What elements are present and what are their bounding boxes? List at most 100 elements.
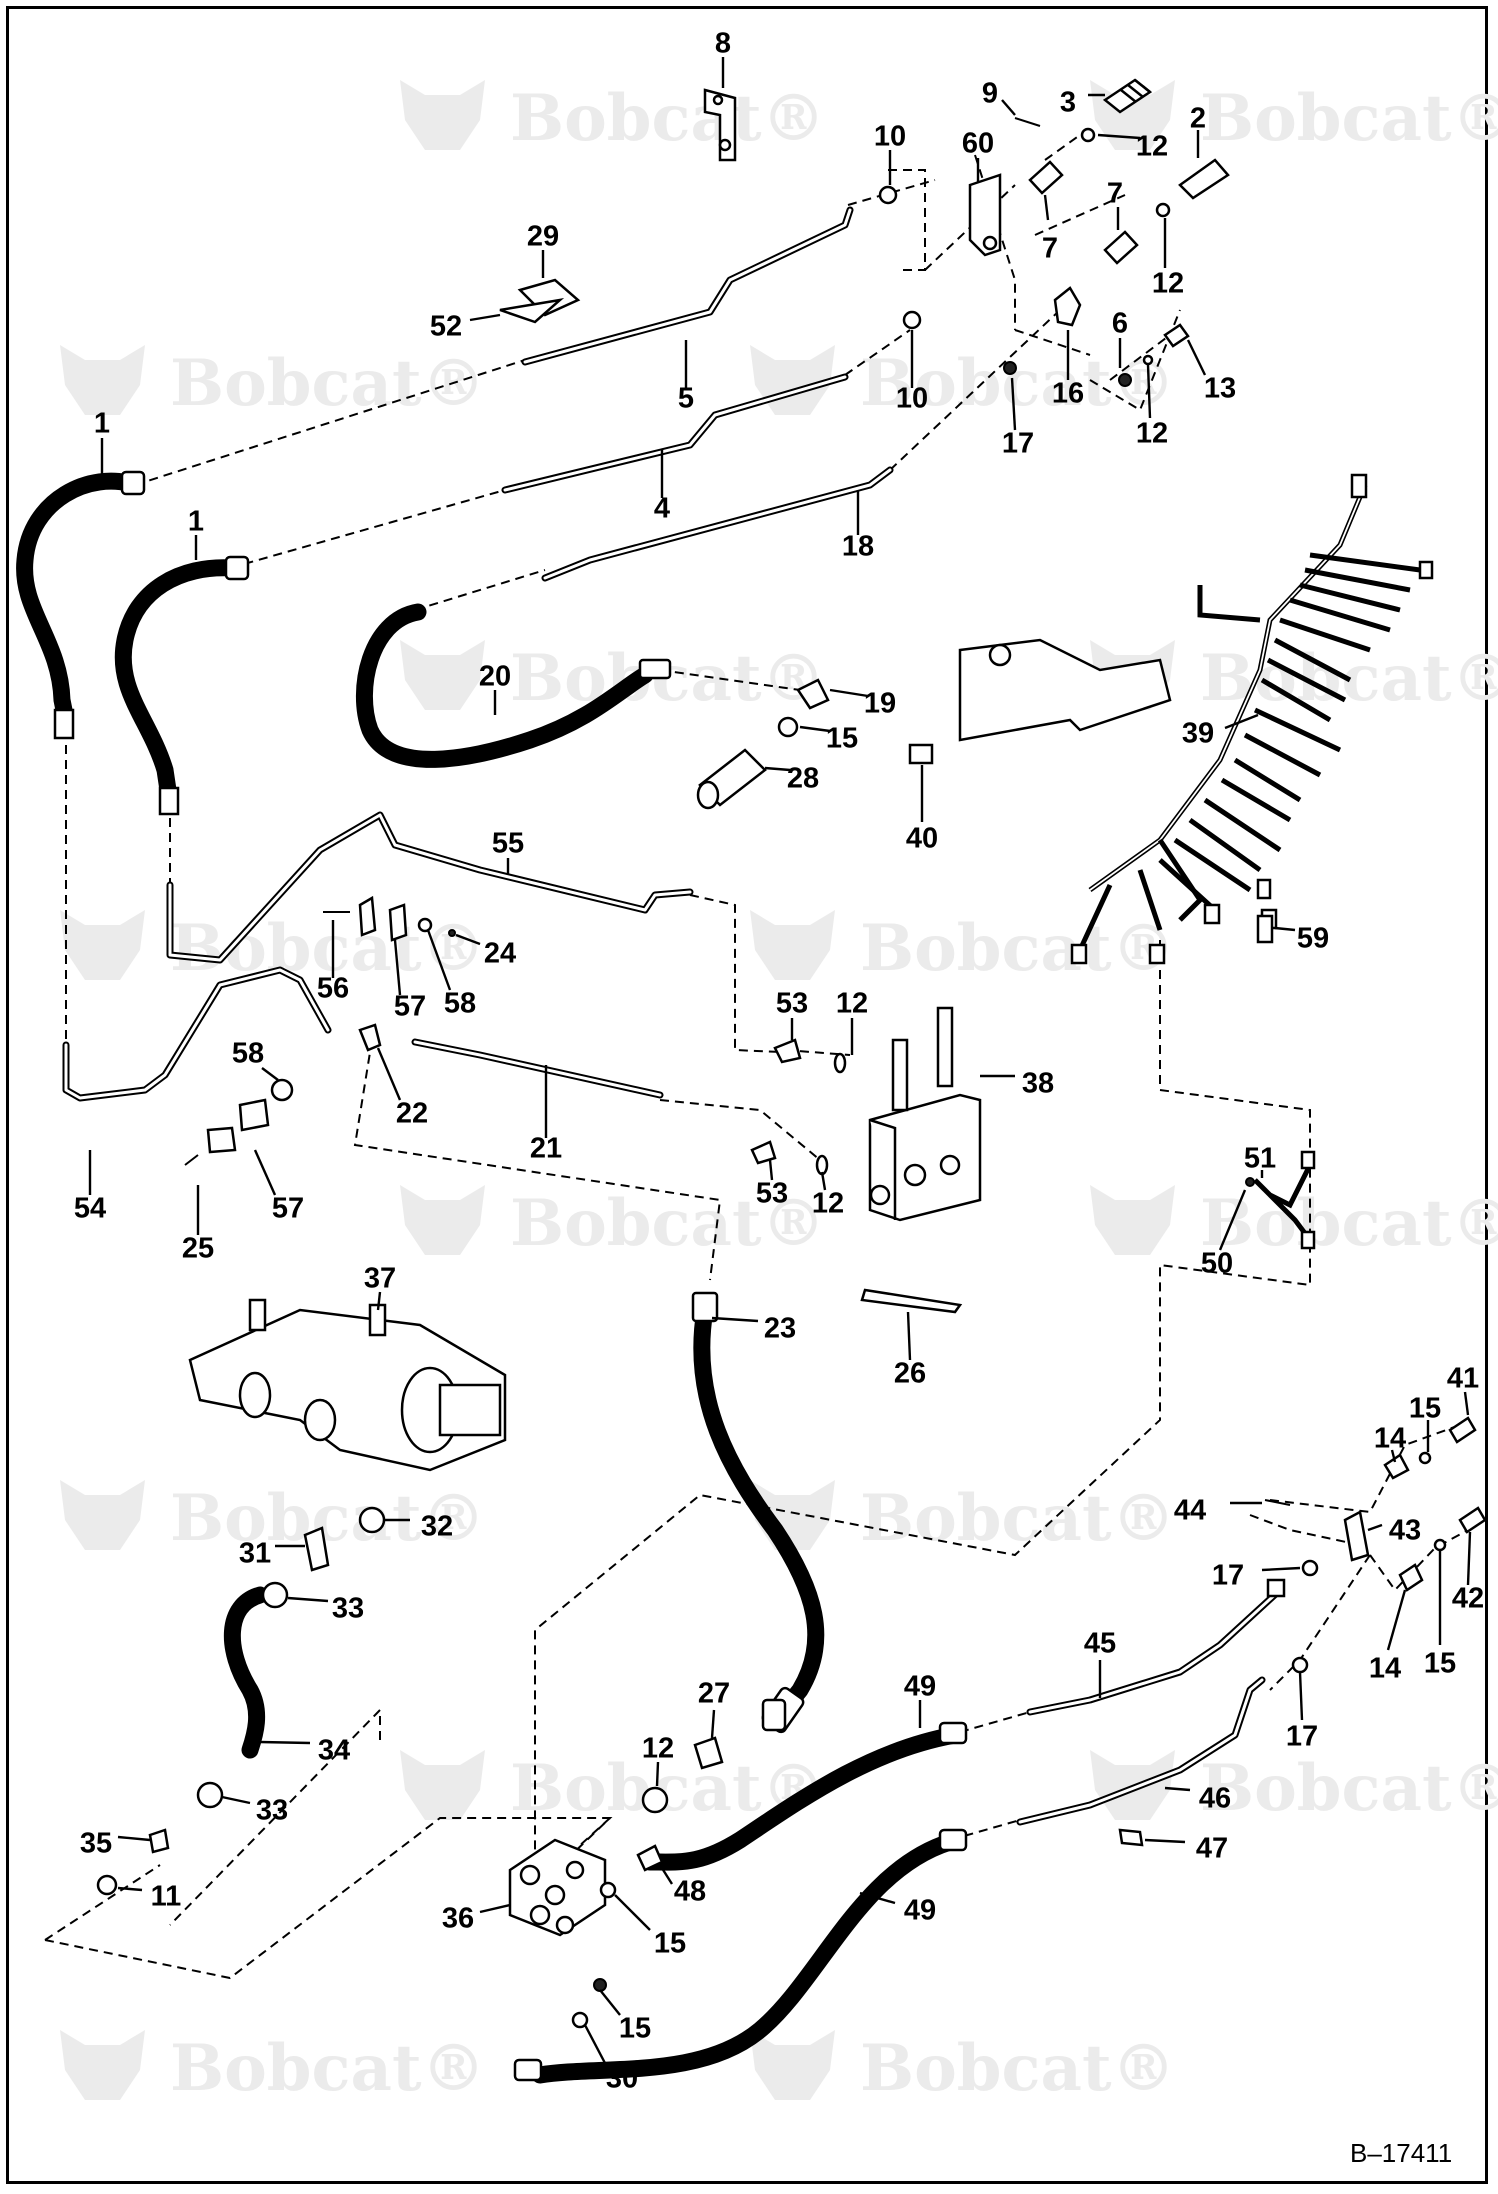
watermark-logo <box>750 2030 835 2100</box>
leader-line-14 <box>1390 1449 1397 1463</box>
callout-17: 17 <box>1286 1721 1318 1753</box>
callout-15: 15 <box>654 1928 686 1960</box>
callout-12: 12 <box>812 1188 844 1220</box>
leader-line-7 <box>1043 194 1050 221</box>
callout-8: 8 <box>715 28 731 60</box>
callout-20: 20 <box>479 661 511 693</box>
watermark-text: Bobcat® <box>860 911 1176 986</box>
diagram-frame <box>6 6 1488 2184</box>
callout-14: 14 <box>1369 1653 1401 1685</box>
leader-line-12 <box>655 1761 660 1787</box>
watermark-logo <box>60 345 145 415</box>
watermark-logo <box>60 910 145 980</box>
leader-line-58 <box>261 1067 279 1081</box>
callout-57: 57 <box>272 1193 304 1225</box>
callout-13: 13 <box>1204 373 1236 405</box>
callout-43: 43 <box>1389 1515 1421 1547</box>
callout-16: 16 <box>1052 378 1084 410</box>
leader-line-33 <box>221 1795 251 1805</box>
callout-54: 54 <box>74 1193 106 1225</box>
callout-31: 31 <box>239 1538 271 1570</box>
leader-line-36 <box>479 1903 511 1914</box>
callout-19: 19 <box>864 688 896 720</box>
leader-line-57 <box>253 1149 277 1196</box>
callout-52: 52 <box>430 311 462 343</box>
callout-1: 1 <box>94 408 110 440</box>
leader-line-57 <box>393 939 402 996</box>
watermark-text: Bobcat® <box>170 2031 486 2106</box>
callout-7: 7 <box>1107 178 1123 210</box>
callout-24: 24 <box>484 938 516 970</box>
leader-line-12 <box>820 1171 827 1191</box>
callout-leaders <box>88 57 1472 2066</box>
callout-6: 6 <box>1112 308 1128 340</box>
leader-line-52 <box>469 313 501 322</box>
hose-1-left-fitting <box>53 708 75 740</box>
watermark-text: Bobcat® <box>860 1481 1176 1556</box>
leader-line-9 <box>1001 99 1016 116</box>
callout-18: 18 <box>842 531 874 563</box>
callout-15: 15 <box>619 2013 651 2045</box>
leader-line-19 <box>829 688 869 698</box>
leader-line-35 <box>117 1835 151 1842</box>
leader-line-28 <box>764 766 791 772</box>
callout-7: 7 <box>1042 233 1058 265</box>
callout-33: 33 <box>332 1593 364 1625</box>
callout-48: 48 <box>674 1876 706 1908</box>
callout-40: 40 <box>906 823 938 855</box>
callout-44: 44 <box>1174 1495 1206 1527</box>
callout-53: 53 <box>756 1178 788 1210</box>
leader-line-14 <box>1386 1589 1407 1651</box>
leader-line-12 <box>1146 364 1152 419</box>
watermark-logo <box>400 1750 485 1820</box>
watermark-text: Bobcat® <box>1200 1751 1498 1826</box>
leader-line-15 <box>614 1894 651 1931</box>
callout-50: 50 <box>1201 1248 1233 1280</box>
callout-12: 12 <box>1136 131 1168 163</box>
watermark-logo <box>750 910 835 980</box>
leader-line-27 <box>710 1709 716 1739</box>
leader-line-22 <box>376 1047 402 1101</box>
callout-25: 25 <box>182 1233 214 1265</box>
callout-41: 41 <box>1447 1363 1479 1395</box>
hose-1-right <box>114 559 241 799</box>
callout-28: 28 <box>787 763 819 795</box>
leader-line-30 <box>583 2024 608 2066</box>
callout-37: 37 <box>364 1263 396 1295</box>
callout-60: 60 <box>962 128 994 160</box>
callout-30: 30 <box>606 2063 638 2095</box>
leader-line-15 <box>799 725 831 733</box>
callout-11: 11 <box>151 1881 182 1913</box>
leader-line-59 <box>1274 926 1296 932</box>
watermark-logo <box>400 80 485 150</box>
leader-line-17 <box>1298 1671 1304 1721</box>
wire-harness <box>1070 473 1434 1250</box>
callout-46: 46 <box>1199 1783 1231 1815</box>
watermark-text: Bobcat® <box>170 911 486 986</box>
callout-32: 32 <box>421 1511 453 1543</box>
leader-line-47 <box>1144 1838 1186 1844</box>
leader-line-12 <box>1097 133 1141 140</box>
callout-15: 15 <box>1424 1648 1456 1680</box>
callout-36: 36 <box>442 1903 474 1935</box>
bobcat-watermarks: Bobcat® Bobcat® Bobcat® Bobcat® Bobcat® Bobca… <box>60 80 1498 2106</box>
watermark-logo <box>1090 1185 1175 1255</box>
hose-23 <box>693 1301 825 1724</box>
callout-38: 38 <box>1022 1068 1054 1100</box>
hose-49-upper <box>641 1726 964 1871</box>
leader-line-50 <box>1218 1189 1247 1251</box>
leader-line-43 <box>1367 1523 1383 1532</box>
callout-42: 42 <box>1452 1583 1484 1615</box>
callout-1: 1 <box>188 506 204 538</box>
callout-22: 22 <box>396 1098 428 1130</box>
leader-line-11 <box>117 1886 143 1892</box>
callout-5: 5 <box>678 383 694 415</box>
callout-12: 12 <box>642 1733 674 1765</box>
watermark-text: Bobcat® <box>860 2031 1176 2106</box>
watermark-text: Bobcat® <box>1200 81 1498 156</box>
callout-14: 14 <box>1374 1423 1406 1455</box>
leader-line-41 <box>1463 1391 1470 1416</box>
document-id: B–17411 <box>1350 2138 1452 2168</box>
callout-15: 15 <box>1409 1393 1441 1425</box>
callout-33: 33 <box>256 1795 288 1827</box>
